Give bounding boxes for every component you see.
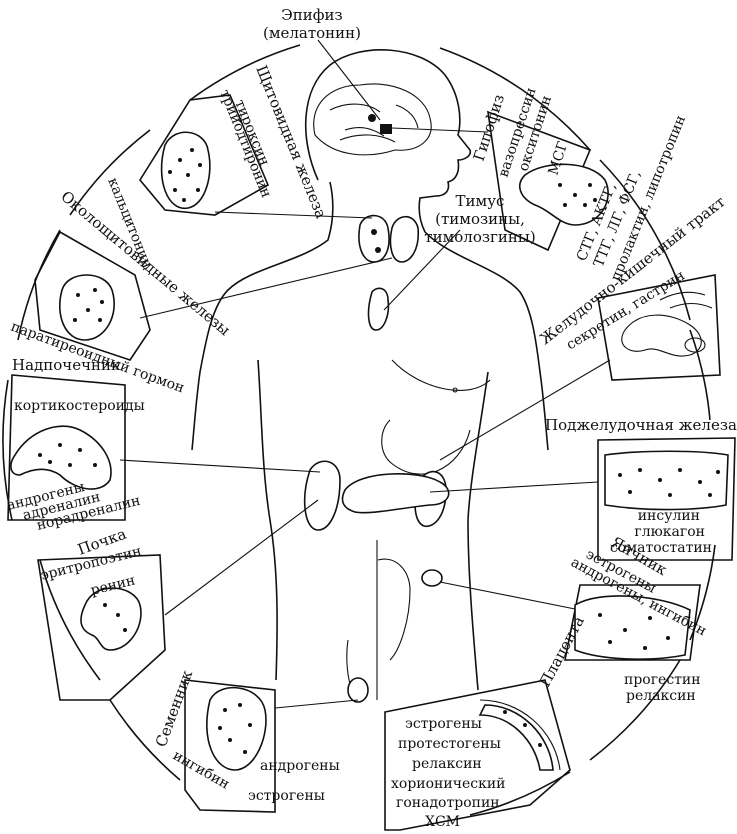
adrenal-hormone-corticosteroids: кортикостероиды xyxy=(14,398,145,414)
pancreas-title: Поджелудочная железа xyxy=(545,416,737,434)
testis-hormone-androgens: андрогены xyxy=(260,758,340,774)
epiphysis-panel: Эпифиз (мелатонин) xyxy=(263,6,361,42)
placenta-hormone-chorionic: хорионический xyxy=(391,776,506,792)
testis-title: Семенник xyxy=(152,667,197,749)
pancreas-hormone-glucagon: глюкагон xyxy=(634,524,705,540)
pancreas-panel: Поджелудочная железа инсулин глюкагон со… xyxy=(545,416,737,561)
kidney-panel: Почка эритропоэтин ренин xyxy=(37,525,166,701)
outer-ring xyxy=(2,44,716,816)
placenta-panel: Плацента эстрогены протестогены релаксин… xyxy=(384,613,588,831)
epiphysis-title: Эпифиз xyxy=(281,6,342,24)
adrenal-title: Надпочечник xyxy=(12,356,121,374)
adrenal-panel: Надпочечник кортикостероиды андрогены ад… xyxy=(5,356,145,534)
thyroid-panel: Щитовидная железа тироксин трийодтиронин… xyxy=(104,63,330,271)
ovary-hormone-progestin: прогестин xyxy=(624,672,701,688)
connector-lines xyxy=(119,39,611,709)
placenta-hormone-estrogens: эстрогены xyxy=(405,716,482,732)
thymus-title: Тимус xyxy=(456,192,505,210)
pancreas-hormone-somatostatin: соматостатин xyxy=(610,540,712,556)
thymus-panel: Тимус (тимозины, тимолозгины) xyxy=(424,192,535,246)
placenta-hormone-gonadotropin: гонадотропин xyxy=(396,795,500,811)
ovary-panel: Яичник эстрогены андрогены, ингибин прог… xyxy=(564,533,709,704)
thymus-hormone-thymosins: (тимозины, xyxy=(435,210,525,228)
placenta-hormone-hcs: ХСМ xyxy=(425,814,460,830)
thymus-hormone-thymolosgins: тимолозгины) xyxy=(424,228,535,246)
placenta-hormone-prostogens: протестогены xyxy=(398,736,501,752)
human-figure xyxy=(191,49,549,703)
placenta-hormone-relaxin: релаксин xyxy=(412,756,482,772)
ovary-hormone-relaxin: релаксин xyxy=(626,688,696,704)
testis-hormone-estrogens: эстрогены xyxy=(248,788,325,804)
testis-panel: Семенник андрогены ингибин эстрогены xyxy=(152,667,340,813)
epiphysis-hormone: (мелатонин) xyxy=(263,24,361,42)
pancreas-hormone-insulin: инсулин xyxy=(638,508,700,524)
